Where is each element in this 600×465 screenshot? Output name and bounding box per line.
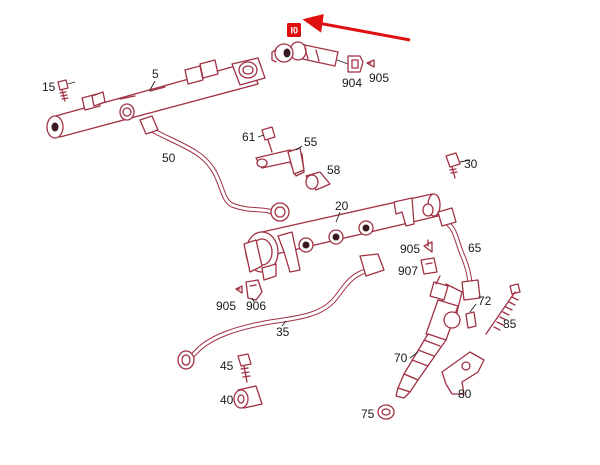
label-40: 40 xyxy=(220,393,234,407)
clip-905-top xyxy=(366,59,375,68)
highlight-marker-label: I0 xyxy=(291,26,299,36)
connector-906 xyxy=(245,279,263,301)
label-55: 55 xyxy=(304,135,318,149)
label-85: 85 xyxy=(503,317,517,331)
label-80: 80 xyxy=(458,387,472,401)
label-905-right: 905 xyxy=(400,242,420,256)
label-45: 45 xyxy=(220,359,234,373)
label-30: 30 xyxy=(464,157,478,171)
injector-70 xyxy=(395,275,463,399)
label-50: 50 xyxy=(162,151,176,165)
label-907: 907 xyxy=(398,264,418,278)
label-5: 5 xyxy=(152,67,159,81)
lower-fuel-rail xyxy=(243,193,441,281)
label-75: 75 xyxy=(361,407,375,421)
pressure-sensor xyxy=(271,41,339,67)
label-58: 58 xyxy=(327,163,341,177)
washer-75 xyxy=(377,404,395,420)
bolt-15 xyxy=(57,79,69,102)
pipe-50 xyxy=(139,115,290,222)
label-72: 72 xyxy=(478,294,492,308)
label-65: 65 xyxy=(468,241,482,255)
pin-72 xyxy=(465,311,477,329)
label-906: 906 xyxy=(246,299,266,313)
label-20: 20 xyxy=(335,199,349,213)
label-35: 35 xyxy=(276,325,290,339)
stud-85 xyxy=(485,283,521,335)
bolt-45 xyxy=(237,353,252,383)
bolt-30 xyxy=(445,152,461,179)
clip-905-right xyxy=(423,239,433,253)
label-905-top: 905 xyxy=(369,71,389,85)
pipe-35 xyxy=(177,253,385,370)
connector-907 xyxy=(420,257,438,275)
highlight-marker: I0 xyxy=(287,23,301,37)
bushing-40 xyxy=(233,385,263,409)
connector-904 xyxy=(347,55,364,73)
upper-fuel-rail xyxy=(46,57,266,139)
bolt-61 xyxy=(261,126,276,153)
bracket-55 xyxy=(255,147,305,177)
clamp-80 xyxy=(441,351,485,395)
clip-905-left xyxy=(235,285,243,294)
label-904: 904 xyxy=(342,76,362,90)
spacer-58 xyxy=(305,171,331,191)
label-15: 15 xyxy=(42,80,56,94)
pipe-65 xyxy=(437,207,481,301)
label-70: 70 xyxy=(394,351,408,365)
red-arrow xyxy=(302,14,411,42)
label-905-left: 905 xyxy=(216,299,236,313)
label-61: 61 xyxy=(242,130,256,144)
